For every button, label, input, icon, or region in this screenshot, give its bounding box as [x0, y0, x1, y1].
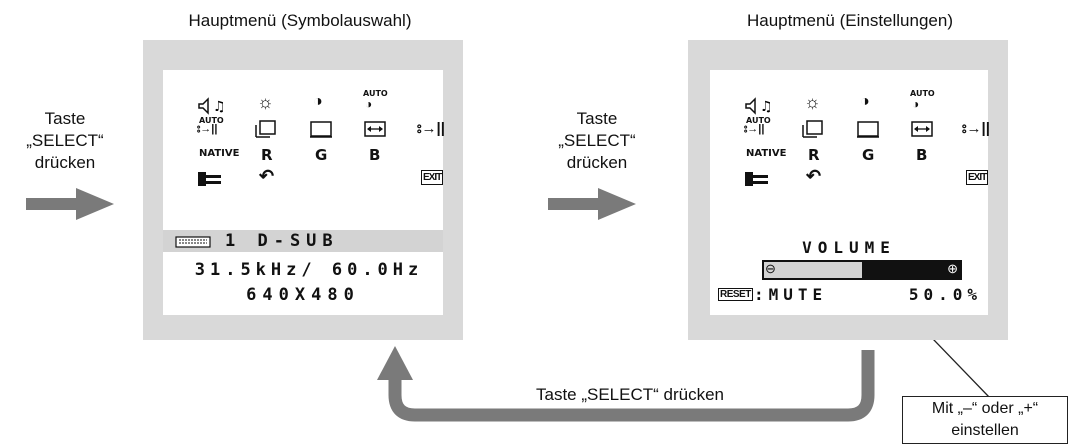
step-label-bottom: Taste „SELECT“ drücken [535, 385, 724, 404]
brightness-icon-right: ☼ [804, 92, 821, 112]
volume-slider[interactable]: ⊖ ⊕ [762, 260, 962, 280]
position-icon-right [802, 120, 823, 138]
green-label: G [315, 146, 328, 164]
contrast-icon: ◑ [313, 93, 323, 110]
minus-icon: ⊖ [765, 261, 776, 276]
auto-adjust-label-right: AUTO [910, 89, 935, 98]
auto-contrast-icon-right: ◑ [912, 97, 920, 111]
brightness-icon: ☼ [257, 92, 274, 112]
green-label-right: G [862, 146, 875, 164]
arrow-right-left [26, 188, 114, 220]
plus-icon: ⊕ [947, 261, 958, 276]
exit-icon: EXIT [421, 170, 444, 185]
right-osd-screen: ♫ ☼ ◑ AUTO ◑ AUTO ⦂→|| ⦂→|| NATIVE R G B… [710, 70, 990, 315]
native-label: NATIVE [199, 148, 240, 159]
reset-arrow-icon: ↶ [259, 166, 275, 186]
size-icon [310, 121, 332, 138]
svg-text:♫: ♫ [760, 99, 773, 115]
volume-icon: ♫ [198, 97, 226, 115]
tools-icon [198, 172, 221, 186]
resolution-readout: 640X480 [246, 285, 360, 305]
step-label-left: Taste „SELECT“ drücken [26, 109, 104, 172]
fine-icon-right: ⦂→|| [962, 120, 990, 137]
reset-arrow-icon-right: ↶ [806, 166, 822, 186]
h-size-icon-right [911, 121, 933, 137]
setting-name: VOLUME [802, 238, 896, 257]
volume-icon-right: ♫ [745, 97, 773, 115]
left-osd-screen: ♫ ☼ ◑ AUTO ◑ AUTO ⦂→|| ⦂→|| NATIVE R G B… [163, 70, 445, 315]
volume-slider-fill [764, 262, 862, 278]
left-menu-title: Hauptmenü (Symbolauswahl) [188, 11, 412, 30]
reset-label: RESET [718, 288, 753, 301]
auto-adjust-label-2: AUTO [199, 116, 224, 125]
exit-icon-right: EXIT [966, 170, 989, 185]
fine-icon: ⦂→|| [417, 120, 445, 137]
auto-position-icon-right: ⦂→|| [744, 123, 765, 135]
right-menu-title: Hauptmenü (Einstellungen) [746, 11, 953, 30]
native-label-right: NATIVE [746, 148, 787, 159]
auto-position-icon: ⦂→|| [197, 123, 218, 135]
blue-label: B [369, 146, 381, 164]
position-icon [255, 120, 276, 138]
input-source: 1 D-SUB [225, 231, 339, 251]
volume-value: 50.0% [908, 285, 982, 304]
contrast-icon-right: ◑ [860, 93, 870, 110]
size-icon-right [857, 121, 879, 138]
red-label: R [261, 146, 273, 164]
auto-adjust-label-right-2: AUTO [746, 116, 771, 125]
auto-adjust-label: AUTO [363, 89, 388, 98]
frequency-readout: 31.5kHz/ 60.0Hz [194, 260, 424, 280]
tools-icon-right [745, 172, 768, 186]
red-label-right: R [808, 146, 820, 164]
blue-label-right: B [916, 146, 928, 164]
h-size-icon [364, 121, 386, 137]
keyboard-icon [175, 236, 211, 248]
callout-text: Mit „–“ oder „+“ einstellen [931, 400, 1039, 439]
input-source-bar [163, 230, 443, 252]
svg-text:♫: ♫ [213, 99, 226, 115]
arrow-right-middle [548, 188, 636, 220]
auto-contrast-icon: ◑ [365, 97, 373, 111]
step-label-middle: Taste „SELECT“ drücken [558, 109, 636, 172]
callout-box: Mit „–“ oder „+“ einstellen [902, 396, 1068, 444]
mute-action: :MUTE [754, 285, 828, 304]
